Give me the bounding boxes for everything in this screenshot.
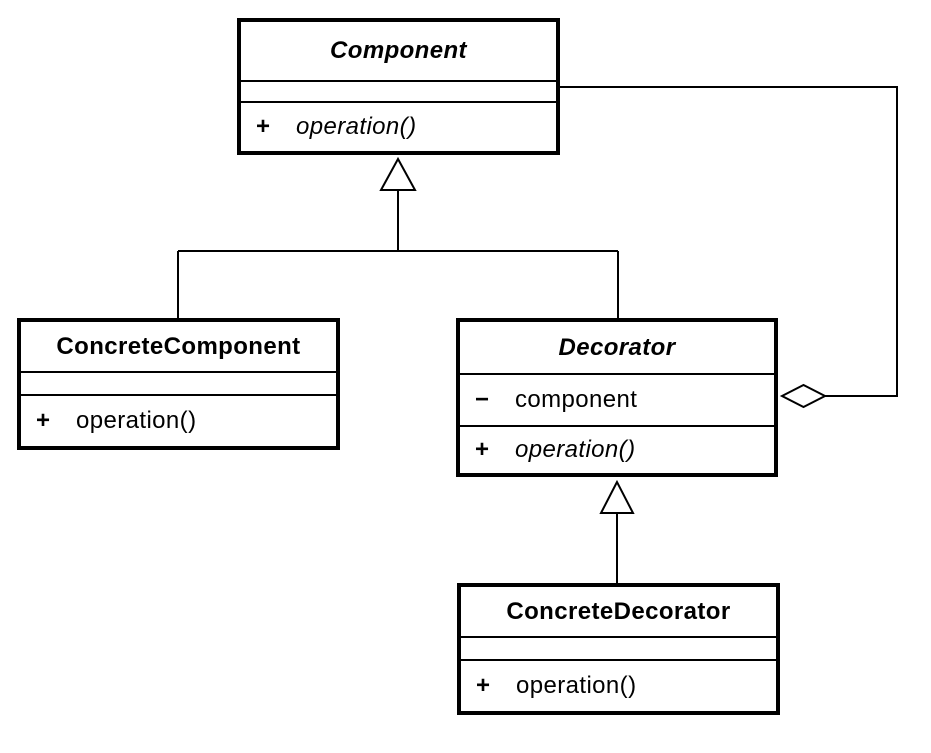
attributes-compartment-empty bbox=[241, 82, 556, 103]
visibility-minus: − bbox=[475, 386, 490, 413]
generalization-edge-to-component bbox=[177, 190, 619, 318]
class-box-decorator: Decorator − component + operation() bbox=[456, 318, 778, 477]
class-box-component: Component + operation() bbox=[237, 18, 560, 155]
class-name-decorator: Decorator bbox=[460, 322, 774, 375]
operation-signature: operation() bbox=[76, 407, 197, 434]
aggregation-edge-decorator-component bbox=[560, 86, 898, 397]
attributes-compartment-empty bbox=[461, 638, 776, 661]
attributes-compartment-empty bbox=[21, 373, 336, 396]
class-box-concrete-component: ConcreteComponent + operation() bbox=[17, 318, 340, 450]
visibility-plus: + bbox=[476, 672, 491, 699]
class-name-component: Component bbox=[241, 22, 556, 82]
class-box-concrete-decorator: ConcreteDecorator + operation() bbox=[457, 583, 780, 715]
visibility-plus: + bbox=[475, 436, 490, 463]
operation-signature: operation() bbox=[296, 113, 417, 140]
visibility-plus: + bbox=[36, 407, 51, 434]
visibility-plus: + bbox=[256, 113, 271, 140]
class-name-concrete-component: ConcreteComponent bbox=[21, 322, 336, 373]
class-name-concrete-decorator: ConcreteDecorator bbox=[461, 587, 776, 638]
operation-row: + operation() bbox=[460, 427, 774, 473]
operation-signature: operation() bbox=[515, 436, 636, 463]
operation-row: + operation() bbox=[21, 396, 336, 446]
operation-row: + operation() bbox=[241, 103, 556, 151]
operation-signature: operation() bbox=[516, 672, 637, 699]
generalization-arrow-icon bbox=[379, 156, 417, 191]
aggregation-diamond-icon bbox=[779, 383, 828, 409]
operation-row: + operation() bbox=[461, 661, 776, 711]
attribute-name: component bbox=[515, 386, 638, 413]
attribute-row: − component bbox=[460, 375, 774, 427]
generalization-arrow-icon bbox=[599, 479, 635, 514]
